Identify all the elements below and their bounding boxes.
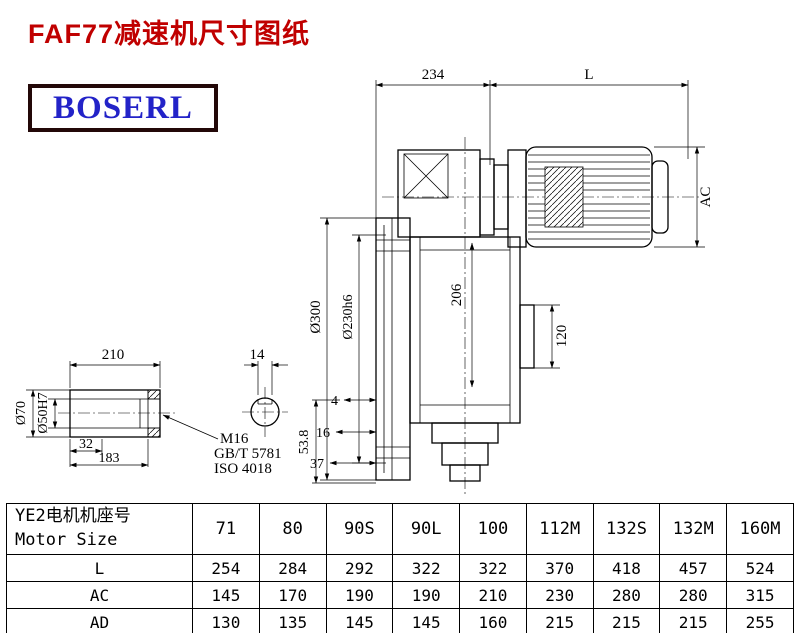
motor-size-label-cn: YE2电机机座号: [15, 506, 131, 527]
motor-outline: [525, 146, 669, 248]
frame-size-cell: 71: [192, 503, 260, 555]
table-row-AD: AD 130 135 145 145 160 215 215 215 255: [6, 608, 794, 633]
dim-label-206: 206: [449, 283, 465, 306]
value-cell: 280: [659, 581, 728, 609]
value-cell: 215: [525, 608, 594, 633]
value-cell: 190: [325, 581, 394, 609]
value-cell: 457: [659, 554, 728, 582]
table-row-L: L 254 284 292 322 322 370 418 457 524: [6, 554, 794, 582]
dimensions: 234 L AC 206 Ø300 Ø230h6 120 4: [14, 67, 714, 484]
page-title: FAF77减速机尺寸图纸: [28, 19, 311, 49]
frame-size-cell: 80: [258, 503, 327, 555]
standard-label-iso: ISO 4018: [214, 461, 272, 477]
value-cell: 254: [192, 554, 260, 582]
centerlines: [58, 137, 700, 495]
dim-label-dia300: Ø300: [308, 300, 324, 333]
thread-label-M16: M16: [220, 431, 249, 447]
value-cell: 145: [392, 608, 461, 633]
dim-label-37: 37: [310, 457, 324, 472]
row-label: AD: [6, 608, 193, 633]
dim-label-dia230: Ø230h6: [341, 294, 356, 339]
brand-logo: BOSERL: [28, 84, 218, 132]
dim-label-234: 234: [422, 67, 445, 83]
value-cell: 284: [258, 554, 327, 582]
value-cell: 210: [459, 581, 527, 609]
frame-size-cell: 160M: [726, 503, 794, 555]
value-cell: 215: [659, 608, 728, 633]
shaft-section-circle: [250, 397, 280, 427]
dim-label-L: L: [584, 67, 593, 83]
dimension-table: YE2电机机座号 Motor Size 71 80 90S 90L 100 11…: [6, 503, 794, 633]
dim-label-AC: AC: [698, 187, 714, 208]
dim-label-210: 210: [102, 347, 125, 363]
value-cell: 370: [525, 554, 594, 582]
frame-size-cell: 132M: [659, 503, 728, 555]
dim-label-4: 4: [331, 394, 338, 409]
technical-drawing: 234 L AC 206 Ø300 Ø230h6 120 4: [14, 67, 714, 495]
dim-label-53-8: 53.8: [297, 430, 312, 455]
standard-label-gb: GB/T 5781: [214, 446, 282, 462]
dim-label-120: 120: [554, 325, 570, 348]
value-cell: 280: [592, 581, 661, 609]
brand-logo-text: BOSERL: [53, 89, 193, 126]
value-cell: 160: [459, 608, 527, 633]
row-label: L: [6, 554, 193, 582]
gearbox-upper-housing: [397, 149, 527, 248]
value-cell: 230: [525, 581, 594, 609]
frame-size-cell: 100: [459, 503, 527, 555]
value-cell: 215: [592, 608, 661, 633]
value-cell: 322: [459, 554, 527, 582]
value-cell: 170: [258, 581, 327, 609]
dim-label-dia70: Ø70: [14, 401, 29, 425]
value-cell: 524: [726, 554, 794, 582]
dim-label-14: 14: [250, 347, 266, 363]
mounting-flange: [375, 217, 411, 481]
value-cell: 322: [392, 554, 461, 582]
frame-size-cell: 112M: [525, 503, 594, 555]
table-row-AC: AC 145 170 190 190 210 230 280 280 315: [6, 581, 794, 609]
output-shaft: [431, 422, 499, 482]
value-cell: 145: [192, 581, 260, 609]
frame-size-cell: 132S: [592, 503, 661, 555]
shaft-detail-view: [69, 389, 161, 438]
frame-size-cell: 90L: [392, 503, 461, 555]
motor-size-label-en: Motor Size: [15, 530, 118, 550]
dim-label-183: 183: [99, 451, 120, 466]
value-cell: 135: [258, 608, 327, 633]
motor-size-header-cell: YE2电机机座号 Motor Size: [6, 503, 193, 555]
table-header-row: YE2电机机座号 Motor Size 71 80 90S 90L 100 11…: [6, 503, 794, 555]
frame-size-cell: 90S: [325, 503, 394, 555]
row-label: AC: [6, 581, 193, 609]
value-cell: 130: [192, 608, 260, 633]
dim-label-dia50: Ø50H7: [36, 392, 51, 433]
value-cell: 190: [392, 581, 461, 609]
value-cell: 292: [325, 554, 394, 582]
value-cell: 418: [592, 554, 661, 582]
dim-label-16: 16: [316, 426, 330, 441]
value-cell: 145: [325, 608, 394, 633]
value-cell: 255: [726, 608, 794, 633]
value-cell: 315: [726, 581, 794, 609]
dim-label-32: 32: [79, 437, 93, 452]
